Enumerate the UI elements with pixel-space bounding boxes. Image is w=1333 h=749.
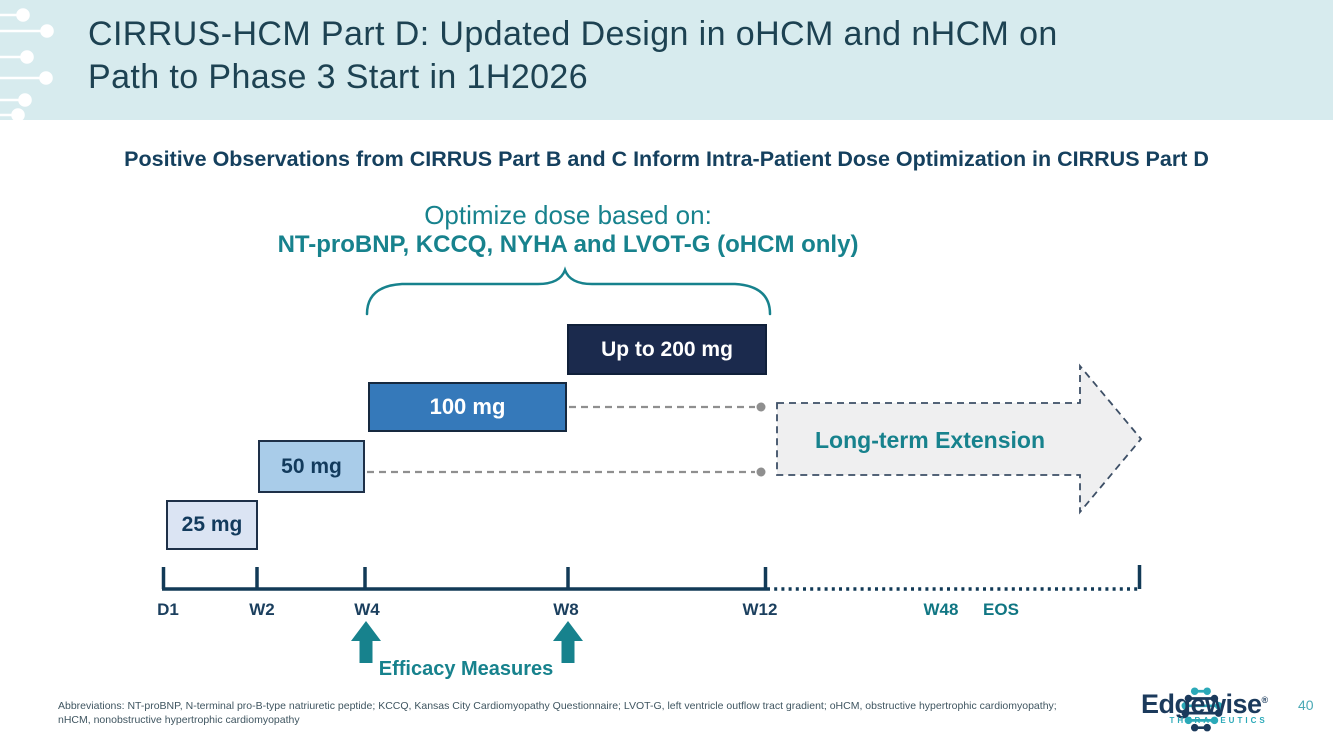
tick-label-w4: W4: [354, 600, 380, 619]
connector-100mg-dot: [756, 402, 766, 412]
tick-label-w48: W48: [923, 600, 959, 619]
dose-box-50mg-label: 50 mg: [281, 454, 342, 478]
optimize-dose-criteria: NT-proBNP, KCCQ, NYHA and LVOT-G (oHCM o…: [277, 231, 859, 258]
circuit-decoration-icon: [0, 8, 54, 120]
efficacy-arrow-w8: [553, 621, 583, 663]
dose-box-200mg-label: Up to 200 mg: [601, 337, 733, 361]
dose-box-25mg-label: 25 mg: [181, 513, 243, 536]
efficacy-arrow-w4: [351, 621, 381, 663]
tick-label-w8: W8: [553, 600, 579, 619]
long-term-extension-label: Long-term Extension: [814, 427, 1046, 453]
page-title-line1: CIRRUS-HCM Part D: Updated Design in oHC…: [88, 15, 1058, 53]
abbreviations-footnote: Abbreviations: NT-proBNP, N-terminal pro…: [58, 700, 1057, 727]
tick-label-eos: EOS: [983, 600, 1019, 619]
long-term-extension-arrow: [776, 363, 1143, 515]
slide-subtitle: Positive Observations from CIRRUS Part B…: [124, 147, 1209, 171]
page-title: CIRRUS-HCM Part D: Updated Design in oHC…: [88, 13, 1308, 99]
tick-label-d1: D1: [157, 600, 179, 619]
slide-header: CIRRUS-HCM Part D: Updated Design in oHC…: [0, 0, 1333, 120]
efficacy-measures-label: Efficacy Measures: [378, 658, 554, 680]
page-title-line2: Path to Phase 3 Start in 1H2026: [88, 58, 589, 96]
tick-label-w2: W2: [249, 600, 275, 619]
edgewise-wordmark: Edgewise® THERAPEUTICS: [1141, 686, 1268, 725]
connector-50mg-dot: [756, 467, 766, 477]
dose-box-200mg: Up to 200 mg: [567, 324, 767, 375]
dose-box-50mg: 50 mg: [258, 440, 365, 493]
edgewise-therapeutics-text: THERAPEUTICS: [1169, 716, 1268, 725]
tick-label-w12: W12: [742, 600, 778, 619]
optimize-dose-caption: Optimize dose based on:: [424, 200, 712, 230]
edgewise-brand-text: Edgewise: [1141, 689, 1262, 719]
edgewise-logo-icon: [1181, 687, 1223, 732]
dose-box-100mg-label: 100 mg: [429, 394, 506, 419]
timeline-axis: [161, 565, 1142, 591]
dose-box-25mg: 25 mg: [166, 500, 258, 550]
page-number: 40: [1298, 697, 1314, 713]
brace-shape: [365, 266, 772, 316]
registered-mark: ®: [1261, 695, 1269, 705]
dose-box-100mg: 100 mg: [368, 382, 567, 432]
